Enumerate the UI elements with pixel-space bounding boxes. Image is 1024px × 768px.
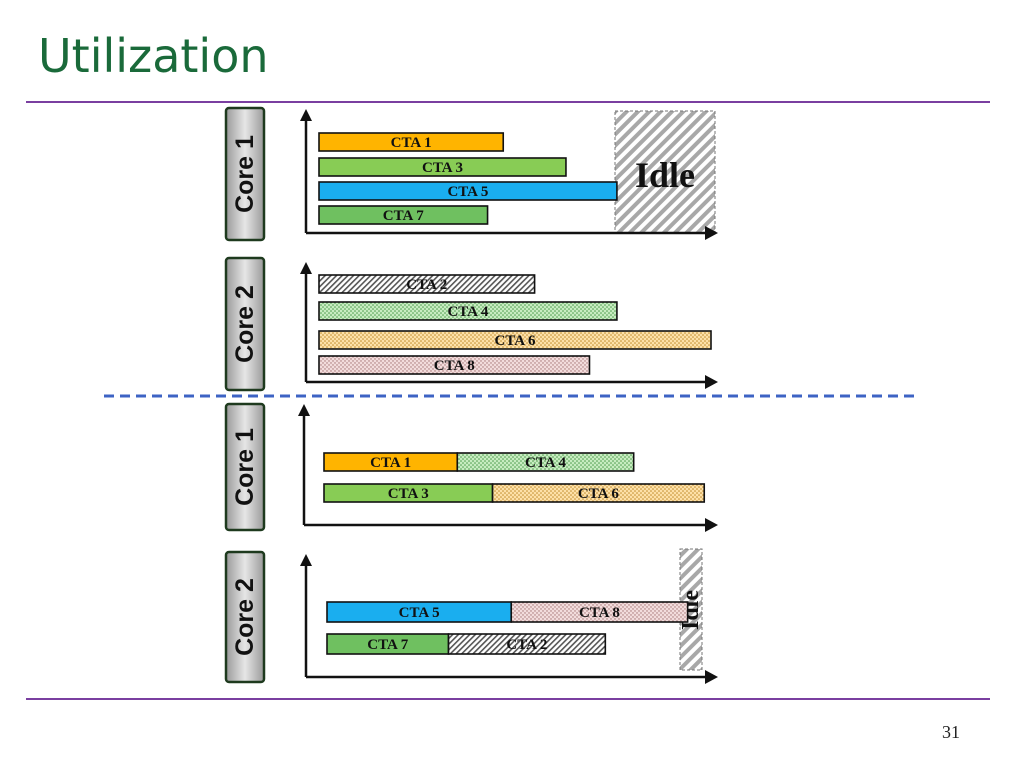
cta-bar-segment <box>318 330 712 350</box>
cta-bar-segment <box>456 452 635 472</box>
x-axis-arrow <box>705 226 718 240</box>
slide-title: Utilization <box>38 29 269 83</box>
cta-bar-label: CTA 6 <box>578 486 619 502</box>
cta-bar-label: CTA 8 <box>579 605 620 621</box>
y-axis-arrow <box>300 554 312 566</box>
cta-bar-label: CTA 2 <box>506 637 547 653</box>
cta-bar-segment <box>318 301 618 321</box>
bottom-rule <box>26 698 990 700</box>
idle-region <box>614 110 716 234</box>
cta-bar-segment <box>318 274 536 294</box>
core-label-box <box>224 550 266 684</box>
y-axis-arrow <box>298 404 310 416</box>
x-axis-arrow <box>705 375 718 389</box>
cta-bar-segment <box>491 483 706 503</box>
page-number: 31 <box>942 722 960 742</box>
cta-bar-label: CTA 4 <box>525 455 566 471</box>
x-axis-arrow <box>705 518 718 532</box>
core-label: Core 2 <box>231 285 259 363</box>
cta-bar-label: CTA 2 <box>406 277 447 293</box>
cta-bar-segment <box>510 601 689 623</box>
y-axis-arrow <box>300 262 312 274</box>
core-label-box <box>224 106 266 242</box>
cta-bar-label: CTA 8 <box>434 358 475 374</box>
core-label-box <box>224 256 266 392</box>
core-label: Core 1 <box>231 135 259 213</box>
cta-bar-label: CTA 1 <box>370 455 411 471</box>
cta-bar-label: CTA 4 <box>447 304 488 320</box>
cta-bar-segment <box>318 132 505 152</box>
core-label-box <box>224 402 266 532</box>
cta-bar-label: CTA 7 <box>367 637 408 653</box>
cta-bar-segment <box>318 157 567 177</box>
cta-bar-label: CTA 3 <box>388 486 429 502</box>
cta-bar-label: CTA 6 <box>495 333 536 349</box>
x-axis-arrow <box>705 670 718 684</box>
top-rule <box>26 101 990 103</box>
cta-bar-segment <box>447 633 607 655</box>
y-axis-arrow <box>300 109 312 121</box>
idle-label: Idle <box>635 155 695 195</box>
cta-bar-label: CTA 7 <box>383 208 424 224</box>
cta-bar-label: CTA 3 <box>422 160 463 176</box>
core-label: Core 2 <box>231 578 259 656</box>
cta-bar-segment <box>318 181 618 201</box>
cta-bar-label: CTA 1 <box>391 135 432 151</box>
cta-bar-label: CTA 5 <box>447 184 488 200</box>
cta-bar-segment <box>318 355 591 375</box>
cta-bar-segment <box>318 205 489 225</box>
cta-bar-label: CTA 5 <box>399 605 440 621</box>
core-label: Core 1 <box>231 428 259 506</box>
